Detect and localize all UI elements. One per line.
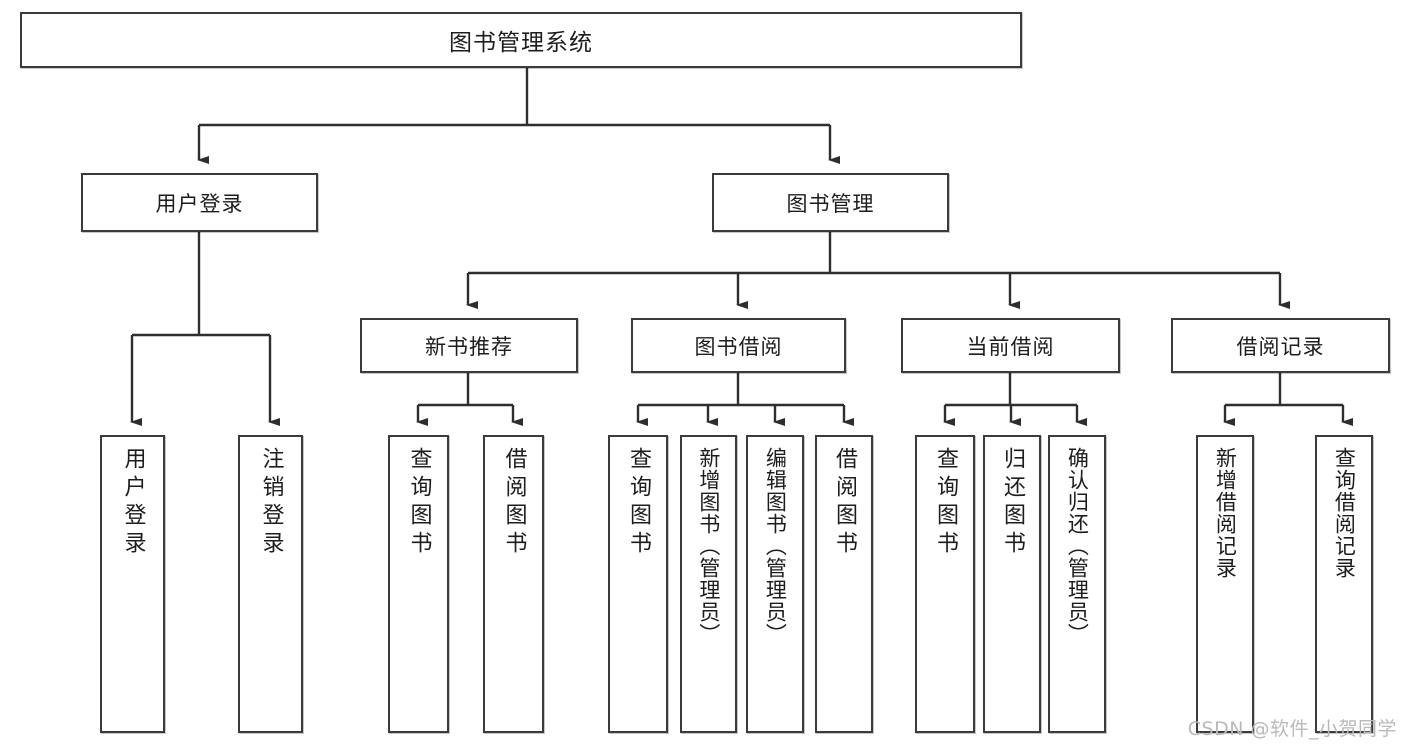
leaf-query-book-2[interactable]: 查询图书 (608, 435, 668, 733)
leaf-confirm-return[interactable]: 确认归还（管理员） (1048, 435, 1106, 733)
leaf-edit-book[interactable]: 编辑图书（管理员） (746, 435, 804, 733)
node-current-borrow[interactable]: 当前借阅 (901, 318, 1120, 373)
leaf-borrow-book-2[interactable]: 借阅图书 (815, 435, 873, 733)
leaf-label: 新增图书（管理员） (696, 447, 721, 645)
leaf-label: 查询图书 (625, 447, 651, 559)
node-new-book-recommend[interactable]: 新书推荐 (360, 318, 578, 373)
leaf-borrow-book-1[interactable]: 借阅图书 (483, 435, 544, 733)
leaf-label: 编辑图书（管理员） (763, 447, 788, 645)
node-label: 图书借阅 (694, 334, 783, 359)
node-borrow-record[interactable]: 借阅记录 (1171, 318, 1390, 373)
csdn-watermark: CSDN @软件_小贺同学 (1187, 718, 1397, 740)
leaf-label: 借阅图书 (501, 447, 527, 559)
node-label: 当前借阅 (966, 334, 1055, 359)
leaf-label: 归还图书 (999, 447, 1025, 559)
node-label: 借阅记录 (1236, 334, 1325, 359)
leaf-label: 新增借阅记录 (1213, 447, 1238, 579)
node-user-login[interactable]: 用户登录 (81, 173, 318, 232)
leaf-label: 用户登录 (120, 447, 146, 559)
node-label: 图书管理系统 (449, 30, 593, 56)
leaf-query-record[interactable]: 查询借阅记录 (1315, 435, 1373, 733)
leaf-label: 查询借阅记录 (1332, 447, 1357, 579)
leaf-label: 查询图书 (932, 447, 958, 559)
leaf-return-book[interactable]: 归还图书 (983, 435, 1041, 733)
node-root-system[interactable]: 图书管理系统 (20, 12, 1022, 68)
leaf-label: 注销登录 (258, 447, 284, 559)
leaf-query-book-1[interactable]: 查询图书 (388, 435, 449, 733)
node-label: 用户登录 (155, 191, 244, 216)
node-label: 图书管理 (786, 191, 875, 216)
leaf-label: 确认归还（管理员） (1065, 447, 1090, 645)
node-book-manage[interactable]: 图书管理 (712, 173, 949, 232)
leaf-label: 借阅图书 (831, 447, 857, 559)
node-book-borrow[interactable]: 图书借阅 (631, 318, 846, 373)
leaf-query-book-3[interactable]: 查询图书 (915, 435, 975, 733)
node-label: 新书推荐 (425, 334, 513, 359)
leaf-add-book[interactable]: 新增图书（管理员） (680, 435, 737, 733)
leaf-label: 查询图书 (406, 447, 432, 559)
leaf-add-record[interactable]: 新增借阅记录 (1196, 435, 1254, 733)
leaf-user-login[interactable]: 用户登录 (100, 435, 165, 733)
leaf-logout[interactable]: 注销登录 (238, 435, 303, 733)
